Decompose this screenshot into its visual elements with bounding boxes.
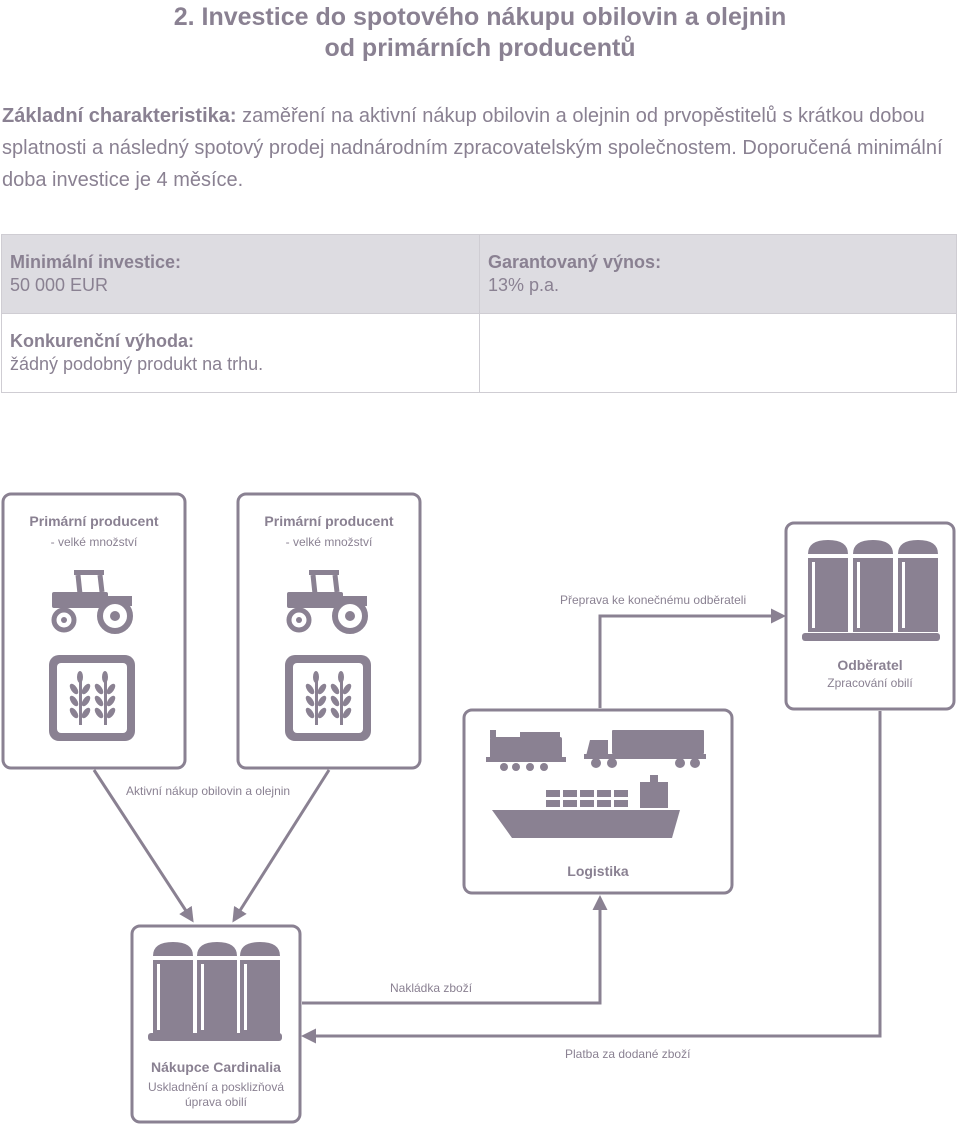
fact-min-investment: Minimální investice: 50 000 EUR: [2, 235, 480, 314]
arrow-buyer-to-logistics: [302, 895, 608, 1005]
producer-2-title: Primární producent: [264, 513, 393, 529]
wheat-icon: [49, 655, 135, 741]
fact-guaranteed-yield-label: Garantovaný výnos:: [488, 252, 662, 272]
customer-title: Odběratel: [837, 657, 902, 673]
fact-advantage-label: Konkurenční výhoda:: [10, 331, 195, 351]
flow-label-payment: Platba za dodané zboží: [565, 1047, 691, 1061]
flow-label-purchase: Aktivní nákup obilovin a olejnin: [126, 784, 290, 798]
silo-icon: [898, 540, 938, 632]
producer-2-subtitle: - velké množství: [286, 535, 373, 549]
fact-advantage: Konkurenční výhoda: žádný podobný produk…: [2, 314, 480, 392]
buyer-subtitle-line2: úprava obilí: [185, 1095, 248, 1109]
arrow-customer-to-buyer: [301, 711, 882, 1044]
truck-icon: [584, 730, 706, 768]
silo-icon: [853, 540, 893, 632]
fact-min-investment-label: Minimální investice:: [10, 252, 182, 272]
facts-table: Minimální investice: 50 000 EUR Garantov…: [1, 234, 957, 393]
flow-label-transport: Přeprava ke konečnému odběrateli: [560, 593, 746, 607]
flow-diagram: Primární producent - velké množství Prim…: [1, 492, 956, 1124]
fact-empty-cell: [480, 314, 956, 392]
customer-subtitle: Zpracování obilí: [827, 676, 913, 690]
page-title-line1: 2. Investice do spotového nákupu obilovi…: [173, 3, 787, 31]
arrow-producer2-to-buyer: [232, 769, 331, 923]
intro-label: Základní charakteristika:: [2, 105, 237, 127]
flow-label-loading: Nakládka zboží: [390, 981, 473, 995]
arrow-logistics-to-customer: [598, 608, 786, 708]
logistics-box: Logistika: [462, 708, 734, 895]
silo-icon: [197, 942, 237, 1034]
producer-1-subtitle: - velké množství: [51, 535, 138, 549]
customer-box: Odběratel Zpracování obilí: [784, 521, 956, 711]
silo-icon: [153, 942, 193, 1034]
train-icon: [486, 730, 566, 771]
buyer-title: Nákupce Cardinalia: [151, 1059, 281, 1075]
arrow-producer1-to-buyer: [92, 769, 194, 923]
producer-2-box: Primární producent - velké množství: [236, 492, 422, 770]
fact-guaranteed-yield: Garantovaný výnos: 13% p.a.: [480, 235, 956, 314]
wheat-icon: [285, 655, 371, 741]
buyer-box: Nákupce Cardinalia Uskladnění a posklizň…: [130, 924, 302, 1124]
flow-arrows: [92, 608, 882, 1044]
fact-guaranteed-yield-value: 13% p.a.: [488, 275, 560, 295]
intro-paragraph: Základní charakteristika: zaměření na ak…: [2, 100, 952, 196]
buyer-subtitle-line1: Uskladnění a posklizňová: [148, 1080, 284, 1094]
producer-1-title: Primární producent: [29, 513, 158, 529]
intro-text: zaměření na aktivní nákup obilovin a ole…: [2, 105, 943, 191]
silo-icon: [240, 942, 280, 1034]
fact-min-investment-value: 50 000 EUR: [10, 275, 109, 295]
silo-icon: [808, 540, 848, 632]
fact-advantage-value: žádný podobný produkt na trhu.: [10, 354, 264, 374]
producer-1-box: Primární producent - velké množství: [1, 492, 187, 770]
ship-icon: [492, 775, 680, 838]
page-title-line2: od primárních producentů: [324, 34, 636, 62]
logistics-title: Logistika: [567, 863, 629, 879]
page-title: 2. Investice do spotového nákupu obilovi…: [0, 2, 960, 64]
